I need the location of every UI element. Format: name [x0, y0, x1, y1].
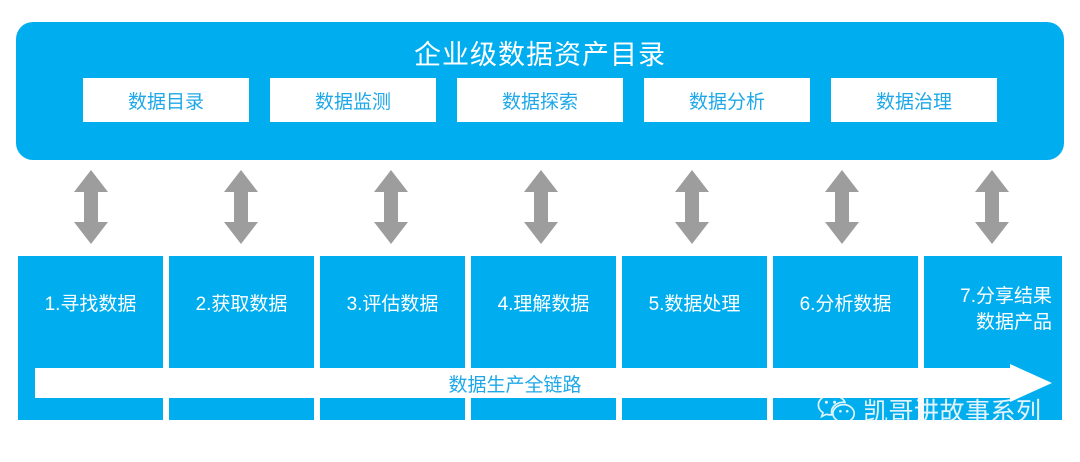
double-arrow-icon — [673, 170, 711, 244]
connector-arrows-row — [18, 170, 1062, 244]
wechat-icon — [817, 394, 856, 426]
double-arrow-icon — [372, 170, 410, 244]
double-arrow-icon — [522, 170, 560, 244]
full-chain-banner-arrow: 数据生产全链路 — [35, 364, 1052, 402]
chip-label: 数据监测 — [314, 91, 391, 113]
process-step-label: 5.数据处理 — [648, 294, 741, 315]
double-arrow-icon — [973, 170, 1011, 244]
chip-data-exploration[interactable]: 数据探索 — [457, 78, 623, 122]
chip-label: 数据分析 — [688, 91, 765, 113]
chip-data-monitoring[interactable]: 数据监测 — [270, 78, 436, 122]
watermark: 凯哥讲故事系列 — [816, 388, 1042, 432]
banner-label: 数据生产全链路 — [448, 374, 582, 396]
chip-label: 数据目录 — [127, 91, 204, 113]
chip-data-governance[interactable]: 数据治理 — [831, 78, 997, 122]
process-step-label: 1.寻找数据 — [44, 294, 137, 315]
chip-data-analysis[interactable]: 数据分析 — [644, 78, 810, 122]
double-arrow-icon — [823, 170, 861, 244]
banner-arrow-shape — [35, 364, 1052, 402]
chip-label: 数据探索 — [501, 91, 578, 113]
double-arrow-icon — [222, 170, 260, 244]
process-step-label: 6.分析数据 — [799, 294, 892, 315]
chip-data-catalog[interactable]: 数据目录 — [83, 78, 249, 122]
chip-label: 数据治理 — [875, 91, 952, 113]
process-step-label: 7.分享结果 数据产品 — [960, 286, 1052, 333]
watermark-text: 凯哥讲故事系列 — [863, 398, 1042, 426]
page-title: 企业级数据资产目录 — [414, 40, 666, 70]
enterprise-data-catalog-panel: 企业级数据资产目录 数据目录 数据监测 数据探索 数据分析 数据治理 — [16, 22, 1064, 160]
double-arrow-icon — [72, 170, 110, 244]
process-step-label: 3.评估数据 — [346, 294, 439, 315]
process-step-label: 2.获取数据 — [195, 294, 288, 315]
process-step-label: 4.理解数据 — [497, 294, 590, 315]
capability-chip-row: 数据目录 数据监测 数据探索 数据分析 数据治理 — [16, 78, 1064, 122]
